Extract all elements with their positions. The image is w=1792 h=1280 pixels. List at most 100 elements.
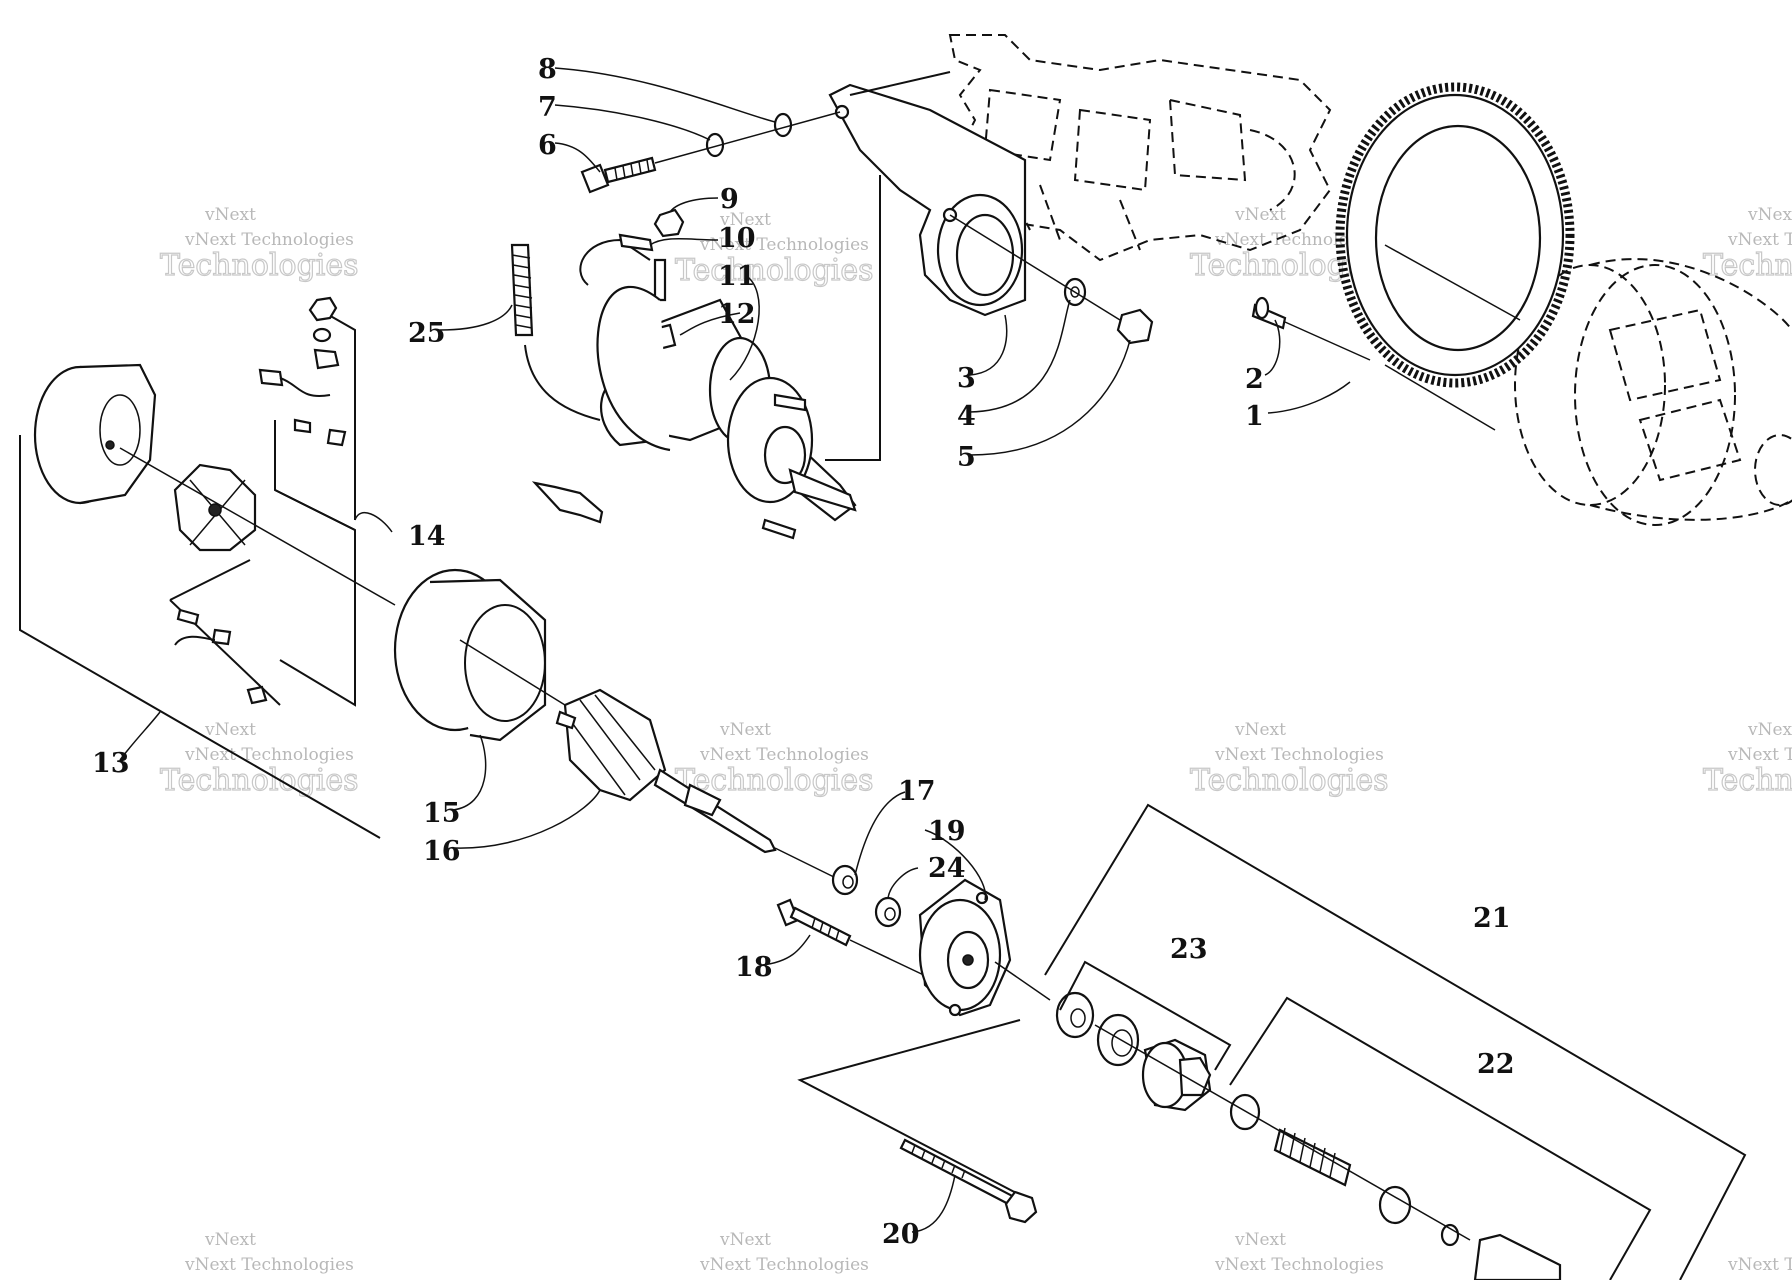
leader-bracket xyxy=(1229,996,1652,1280)
cable-boot xyxy=(510,243,534,337)
callout-24: 24 xyxy=(928,853,966,884)
brush-holder xyxy=(173,463,257,552)
watermark: vNext vNext Technologies xyxy=(1214,1230,1384,1275)
ring-gear-bolt xyxy=(1251,296,1287,330)
nut xyxy=(1116,308,1154,345)
svg-text:vNext: vNext xyxy=(204,205,256,225)
callout-1: 1 xyxy=(1245,401,1264,432)
watermark: vNext vNext Technologies Technologies xyxy=(674,210,874,289)
callout-10: 10 xyxy=(718,223,756,254)
svg-text:Technologies: Technologies xyxy=(1190,763,1389,798)
callout-15: 15 xyxy=(423,798,461,829)
svg-text:vNext: vNext xyxy=(204,720,256,740)
svg-text:vNext Technologies: vNext Technologies xyxy=(1214,1255,1384,1275)
callout-14: 14 xyxy=(408,521,446,552)
drive-sleeve xyxy=(1473,1233,1562,1280)
svg-text:vNext Technologies: vNext Technologies xyxy=(1727,1255,1792,1275)
callout-23: 23 xyxy=(1170,934,1208,965)
callout-19: 19 xyxy=(928,816,966,847)
leader-bracket xyxy=(169,559,251,601)
svg-text:vNext: vNext xyxy=(1234,1230,1286,1250)
callout-labels: 1 2 3 4 5 6 7 8 9 10 11 12 13 14 15 16 1… xyxy=(92,54,1515,1250)
terminal-nut xyxy=(653,208,685,238)
axis-line xyxy=(459,639,566,706)
drive-collar xyxy=(1096,1013,1140,1067)
watermarks: vNext vNext Technologies Technologies vN… xyxy=(159,205,1792,1275)
bolt xyxy=(580,156,657,194)
leader-bracket xyxy=(1044,803,1747,1280)
watermark: vNext vNext Technologies Technologies xyxy=(1189,720,1389,799)
callout-3: 3 xyxy=(957,363,976,394)
callout-11: 11 xyxy=(718,261,756,292)
watermark: vNext vNext Technologies xyxy=(184,1230,354,1275)
svg-text:vNext: vNext xyxy=(1747,720,1792,740)
leader-lines xyxy=(119,67,1351,1233)
stop-collar xyxy=(1229,1093,1261,1131)
callout-25: 25 xyxy=(408,318,446,349)
watermark: vNext Technologies xyxy=(1727,1255,1792,1275)
svg-text:vNext Technologies: vNext Technologies xyxy=(699,1255,869,1275)
watermark: vNext vNext Technologies Technologies xyxy=(159,205,359,284)
callout-22: 22 xyxy=(1477,1049,1515,1080)
watermark: vNext vNext Technologies Technologies xyxy=(1702,205,1792,284)
callout-13: 13 xyxy=(92,748,130,779)
svg-text:vNext Technologies: vNext Technologies xyxy=(1727,745,1792,765)
svg-text:vNext Technologies: vNext Technologies xyxy=(699,745,869,765)
svg-text:vNext Technologies: vNext Technologies xyxy=(184,1255,354,1275)
svg-text:vNext: vNext xyxy=(719,1230,771,1250)
svg-text:vNext: vNext xyxy=(719,210,771,230)
drive-washer xyxy=(1055,991,1095,1039)
svg-text:vNext Technologies: vNext Technologies xyxy=(184,745,354,765)
callout-5: 5 xyxy=(957,442,976,473)
thrust-washer xyxy=(874,896,902,928)
callout-12: 12 xyxy=(718,299,756,330)
axis-line xyxy=(119,447,396,606)
watermark: vNext vNext Technologies Technologies xyxy=(674,720,874,799)
cable-terminal xyxy=(618,233,654,252)
yoke-housing xyxy=(393,568,547,742)
retaining-clip xyxy=(831,864,859,896)
svg-text:vNext: vNext xyxy=(1234,720,1286,740)
axis-line xyxy=(1284,321,1371,361)
callout-18: 18 xyxy=(735,952,773,983)
spacer xyxy=(1378,1185,1412,1225)
watermark: vNext vNext Technologies Technologies xyxy=(159,720,359,799)
callout-9: 9 xyxy=(720,184,739,215)
callout-17: 17 xyxy=(898,776,936,807)
svg-text:vNext: vNext xyxy=(1747,205,1792,225)
armature xyxy=(555,688,777,854)
axis-line xyxy=(949,214,1121,321)
flat-washer xyxy=(773,112,793,138)
axis-line xyxy=(1094,1024,1471,1241)
drive-end-housing xyxy=(918,878,1012,1017)
ring-gear xyxy=(1335,82,1575,388)
callout-16: 16 xyxy=(423,836,461,867)
svg-text:Technologies: Technologies xyxy=(675,763,874,798)
clutch-housing-outline xyxy=(1514,258,1792,526)
svg-text:vNext: vNext xyxy=(719,720,771,740)
callout-6: 6 xyxy=(538,130,557,161)
callout-8: 8 xyxy=(538,54,557,85)
watermark: vNext vNext Technologies Technologies xyxy=(1702,720,1792,799)
axis-line xyxy=(994,961,1051,1001)
svg-text:vNext Technologies: vNext Technologies xyxy=(1727,230,1792,250)
axis-line xyxy=(1384,244,1521,321)
leader-bracket xyxy=(1059,960,1232,1071)
svg-text:vNext: vNext xyxy=(204,1230,256,1250)
svg-text:vNext Technologies: vNext Technologies xyxy=(184,230,354,250)
svg-text:Technologies: Technologies xyxy=(1703,763,1792,798)
leader-bracket xyxy=(825,175,881,461)
axis-line xyxy=(1384,364,1496,431)
starter-cable xyxy=(524,344,601,421)
svg-text:vNext Technologies: vNext Technologies xyxy=(699,235,869,255)
svg-text:vNext Technologies: vNext Technologies xyxy=(1214,745,1384,765)
svg-text:Technologies: Technologies xyxy=(675,253,874,288)
leader-bracket xyxy=(19,435,381,839)
end-cover xyxy=(33,363,157,505)
mounting-bracket xyxy=(828,83,1027,317)
callout-4: 4 xyxy=(957,401,976,432)
watermark: vNext vNext Technologies xyxy=(699,1230,869,1275)
callout-21: 21 xyxy=(1473,903,1511,934)
leader-bracket xyxy=(797,1019,1021,1196)
